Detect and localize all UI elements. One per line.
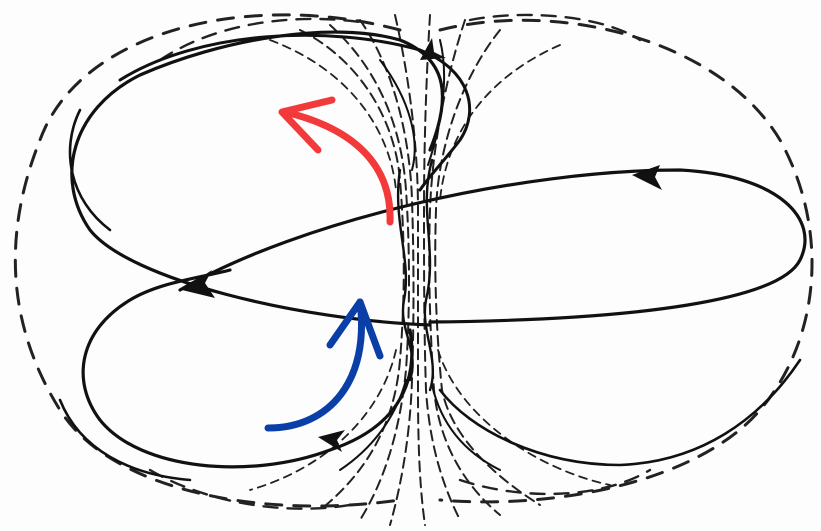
flow-arrowheads — [182, 38, 662, 452]
lower-right-arc — [440, 360, 800, 465]
waist-line-10 — [250, 350, 396, 490]
waist-line-7 — [435, 30, 540, 505]
waist-field-lines — [250, 15, 610, 525]
arrowhead-icon — [632, 165, 662, 190]
red-annotation-arrow — [282, 100, 390, 222]
blue-arrowhead — [330, 302, 380, 356]
blue-annotation-arrow — [268, 302, 380, 428]
waist-fan-bottom — [340, 380, 500, 470]
left-bulge-loop — [60, 110, 190, 480]
waist-line-9 — [440, 45, 560, 200]
horizontal-right-loop — [180, 170, 805, 322]
solid-field-loops — [60, 32, 805, 480]
waist-line-6 — [429, 20, 500, 515]
waist-line-11 — [438, 350, 610, 485]
dashed-bottom-arc-1 — [460, 470, 650, 494]
